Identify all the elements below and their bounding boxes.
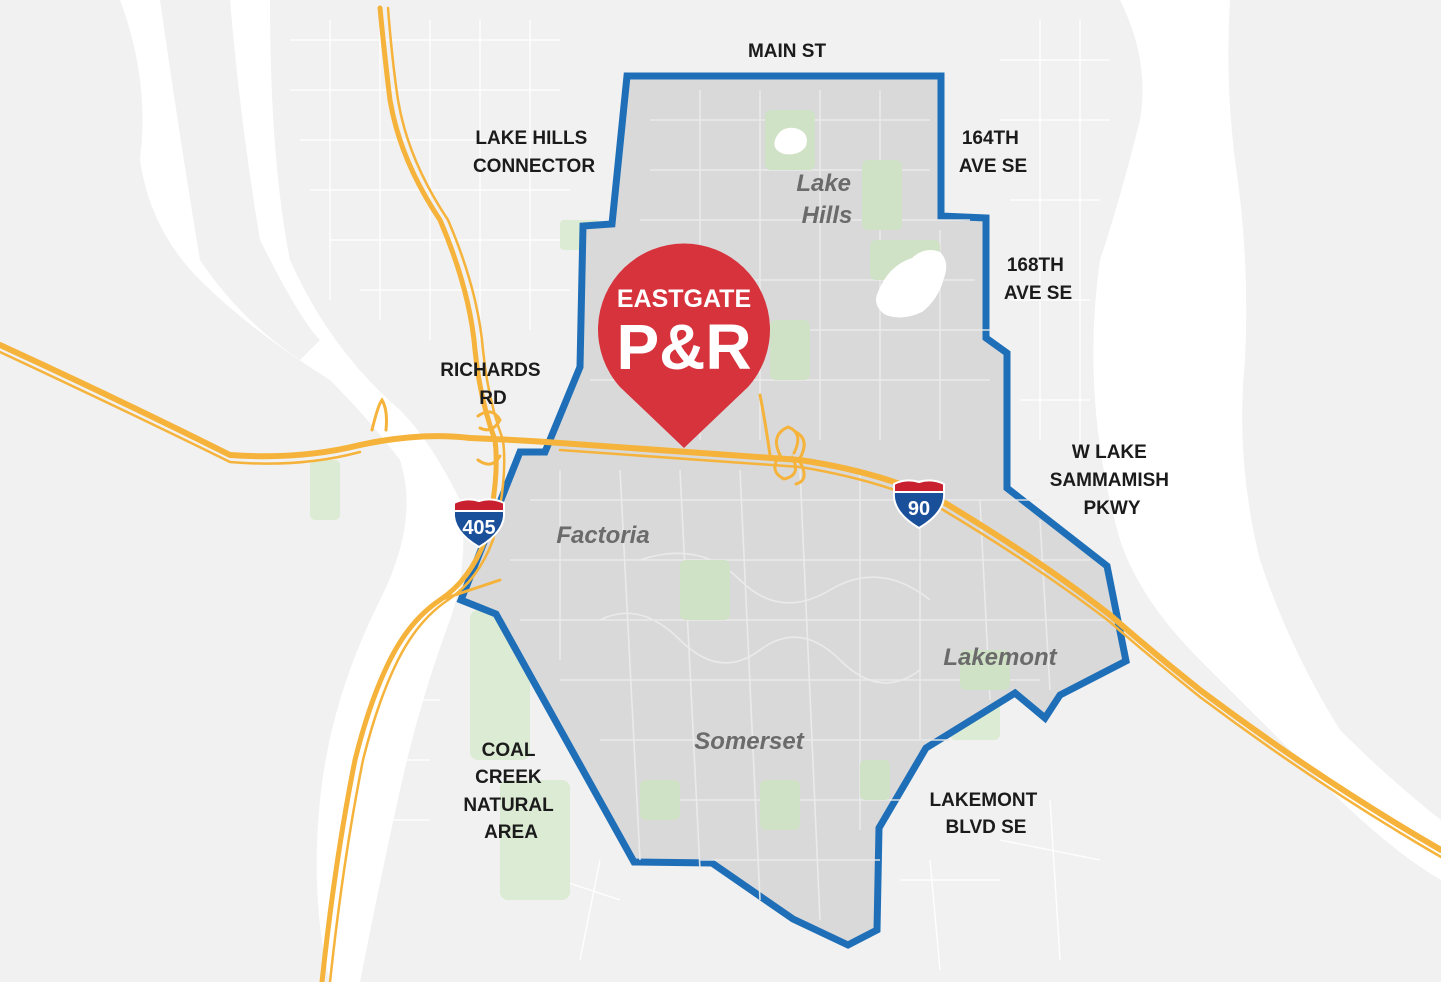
land-west-shore (0, 0, 407, 982)
phantom-lake (876, 250, 947, 318)
shield-405-number: 405 (462, 517, 495, 539)
lake-small (774, 127, 807, 155)
pin-line2: P&R (616, 311, 751, 383)
label-168th-ave-se: 168TH AVE SE (1004, 255, 1072, 304)
lakes (774, 127, 947, 318)
pin-line1: EASTGATE (617, 285, 751, 313)
label-lakemont-blvd-se: LAKEMONT BLVD SE (930, 790, 1043, 838)
interstate-shield-icon: 90 (892, 479, 946, 530)
road-labels: MAIN ST LAKE HILLS CONNECTOR 164TH AVE S… (440, 41, 1175, 843)
i-405-corridor (319, 5, 499, 982)
interstate-shield-icon: 405 (452, 498, 506, 549)
highways (0, 5, 1441, 982)
land-east-shore (1228, 0, 1441, 820)
neighborhood-factoria: Factoria (556, 522, 649, 549)
neighborhood-labels: Lake Hills Factoria Lakemont Somerset (556, 170, 1057, 755)
label-coal-creek-natural-area: COAL CREEK NATURAL AREA (463, 740, 558, 843)
label-w-lake-sammamish-pkwy: W LAKE SAMMAMISH PKWY (1050, 442, 1175, 519)
land-west-strip (160, 0, 320, 360)
interchange-loops (370, 397, 806, 486)
label-richards-rd: RICHARDS RD (440, 360, 546, 409)
shield-90-number: 90 (908, 498, 930, 520)
map-pin-icon: EASTGATE P&R (598, 243, 770, 448)
pin-shape (598, 243, 770, 448)
street-grid (290, 20, 1110, 971)
neighborhood-lakemont: Lakemont (943, 644, 1057, 671)
neighborhood-somerset: Somerset (694, 728, 804, 755)
i-90-corridor (0, 342, 1441, 853)
label-lake-hills-connector: LAKE HILLS CONNECTOR (473, 128, 595, 177)
neighborhood-lake-hills: Lake Hills (796, 170, 857, 229)
label-164th-ave-se: 164TH AVE SE (959, 128, 1027, 177)
label-main-st: MAIN ST (748, 41, 827, 62)
